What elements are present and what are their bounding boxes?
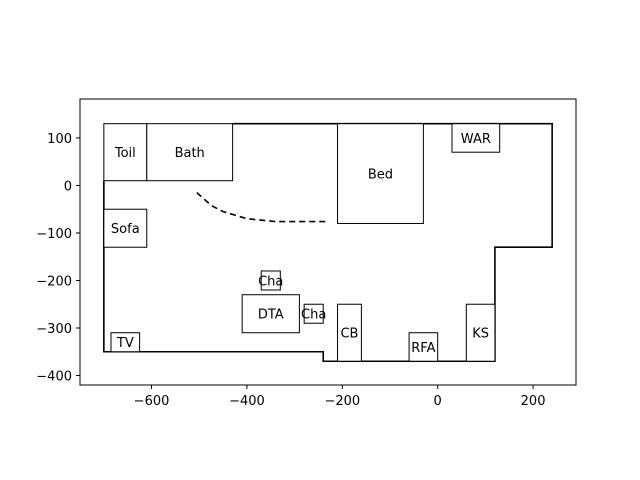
furniture-cb: CB [337,303,362,362]
y-tick-label: −300 [36,322,72,337]
furniture-box [110,332,141,353]
y-tick-label: −400 [36,369,72,384]
furniture-sofa: Sofa [103,208,148,248]
furniture-label: Bed [368,168,393,183]
furniture-box [465,303,496,362]
furniture-war: WAR [451,123,501,153]
furniture-label: KS [472,327,489,342]
furniture-box [337,123,424,224]
furniture-label: TV [116,336,134,351]
x-tick-label: 0 [434,394,442,409]
x-tick-label: −200 [324,394,360,409]
furniture-box [146,123,234,182]
y-axis: 100 0 −100 −200 −300 −400 [36,132,80,384]
furniture-label: Cha [258,274,283,289]
x-tick-label: −600 [134,394,170,409]
furniture-cha: Cha [258,270,283,291]
y-tick-label: 0 [64,179,72,194]
furniture-box [303,303,324,324]
furniture-box [103,123,148,182]
furniture-box [408,332,439,362]
furniture-label: Cha [301,308,326,323]
x-tick-label: −400 [229,394,265,409]
furniture-label: CB [340,327,358,342]
furniture-label: Sofa [111,222,140,237]
y-tick-label: 100 [47,132,72,147]
furniture-box [337,303,362,362]
furniture-label: Bath [175,146,205,161]
dashed-path [196,191,328,223]
y-tick-label: −200 [36,274,72,289]
furniture-tv: TV [110,332,141,353]
furniture-bath: Bath [146,123,234,182]
furniture-label: Toil [114,146,136,161]
furniture-bed: Bed [337,123,424,224]
furniture-box [103,208,148,248]
furniture-box [451,123,501,153]
furniture-dta: DTA [241,294,300,334]
furniture-cha: Cha [301,303,326,324]
furniture-box [241,294,300,334]
furniture-label: RFA [411,341,435,356]
furniture-toil: Toil [103,123,148,182]
x-axis: −600 −400 −200 0 200 [134,385,546,409]
furniture-label: DTA [258,308,284,323]
furniture-rfa: RFA [408,332,439,362]
furniture-ks: KS [465,303,496,362]
x-tick-label: 200 [521,394,546,409]
y-tick-label: −100 [36,227,72,242]
furniture-label: WAR [461,132,491,147]
path-layer [196,191,328,223]
furniture-box [260,270,281,291]
